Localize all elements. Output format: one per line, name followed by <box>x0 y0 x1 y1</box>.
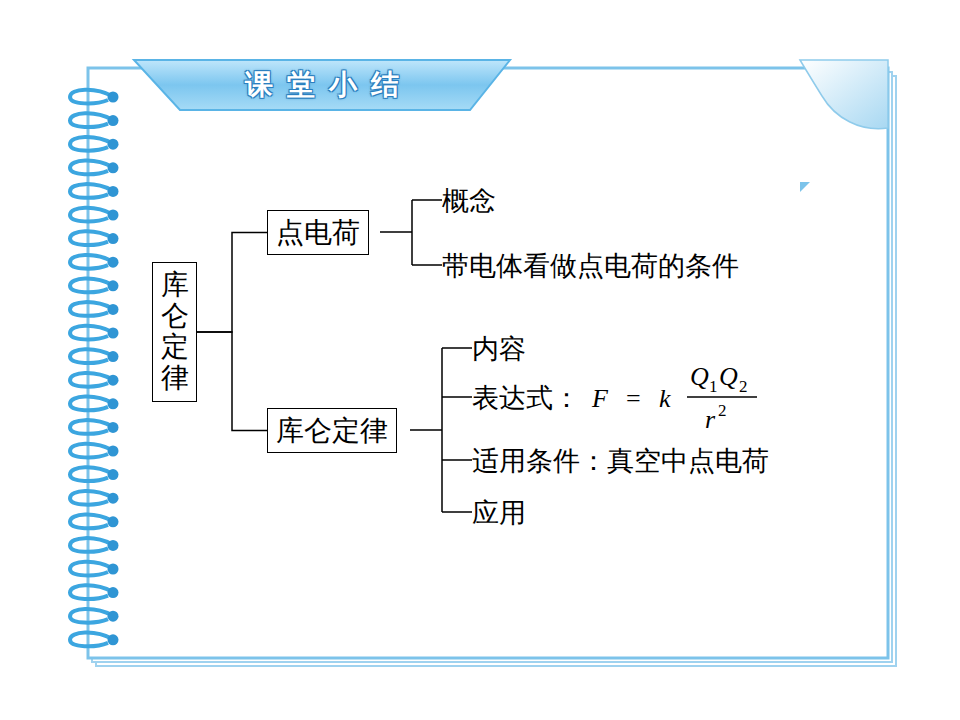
formula-superscript: 2 <box>718 402 727 419</box>
formula-symbol: r <box>705 407 715 433</box>
topic-box: 库仑定律 <box>267 408 397 453</box>
box-text: 库仑定律 <box>276 417 388 445</box>
ring-hole <box>108 351 119 362</box>
spiral-ring <box>70 420 112 434</box>
spiral-ring <box>70 231 112 245</box>
spiral-ring <box>70 585 112 599</box>
ring-hole <box>108 634 119 645</box>
ring-hole <box>108 186 119 197</box>
formula-symbol: k <box>659 386 671 412</box>
spiral-ring <box>70 208 112 222</box>
ring-hole <box>108 398 119 409</box>
ring-hole <box>108 446 119 457</box>
spiral-ring <box>70 113 112 127</box>
spiral-ring <box>70 467 112 481</box>
ring-hole <box>108 375 119 386</box>
spiral-ring <box>70 609 112 623</box>
ring-hole <box>108 564 119 575</box>
leaf-text: 表达式： <box>472 384 580 411</box>
formula-symbol: Q <box>719 364 738 390</box>
ring-hole <box>108 257 119 268</box>
tab-title: 课堂小结 <box>245 71 413 99</box>
box-text: 库仑定律 <box>161 270 189 393</box>
ring-hole <box>108 516 119 527</box>
spiral-ring <box>70 279 112 293</box>
tree-connector <box>197 332 267 431</box>
ring-hole <box>108 210 119 221</box>
spiral-ring <box>70 633 112 647</box>
spiral-ring <box>70 137 112 151</box>
formula-symbol: = <box>626 386 641 412</box>
formula-subscript: 1 <box>709 378 718 395</box>
ring-hole <box>108 139 119 150</box>
spiral-ring <box>70 373 112 387</box>
spiral-ring <box>70 562 112 576</box>
spiral-ring <box>70 491 112 505</box>
spiral-ring <box>70 444 112 458</box>
ring-hole <box>108 587 119 598</box>
root-box: 库仑定律 <box>152 262 197 402</box>
ring-hole <box>108 115 119 126</box>
ring-hole <box>108 469 119 480</box>
leaf-text: 概念 <box>442 187 496 214</box>
leaf-text: 内容 <box>472 335 526 362</box>
ring-hole <box>108 328 119 339</box>
spiral-ring <box>70 255 112 269</box>
ring-hole <box>108 92 119 103</box>
spiral-ring <box>70 397 112 411</box>
ring-hole <box>108 162 119 173</box>
ring-hole <box>108 233 119 244</box>
tree-connector <box>197 233 267 333</box>
spiral-ring <box>70 538 112 552</box>
leaf-text: 带电体看做点电荷的条件 <box>442 252 739 279</box>
ring-hole <box>108 611 119 622</box>
leaf-text: 应用 <box>472 499 526 526</box>
leaf-text: 适用条件：真空中点电荷 <box>472 447 769 474</box>
spiral-ring <box>70 515 112 529</box>
ring-hole <box>108 493 119 504</box>
box-text: 点电荷 <box>276 219 360 247</box>
spiral-ring <box>70 326 112 340</box>
formula-subscript: 2 <box>739 378 748 395</box>
spiral-ring <box>70 161 112 175</box>
spiral-ring <box>70 302 112 316</box>
ring-hole <box>108 422 119 433</box>
topic-box: 点电荷 <box>267 210 369 255</box>
spiral-ring <box>70 349 112 363</box>
spiral-ring <box>70 90 112 104</box>
formula-symbol: Q <box>690 364 709 390</box>
formula-symbol: F <box>592 386 608 412</box>
ring-hole <box>108 280 119 291</box>
ring-hole <box>108 540 119 551</box>
ring-hole <box>108 304 119 315</box>
spiral-ring <box>70 184 112 198</box>
